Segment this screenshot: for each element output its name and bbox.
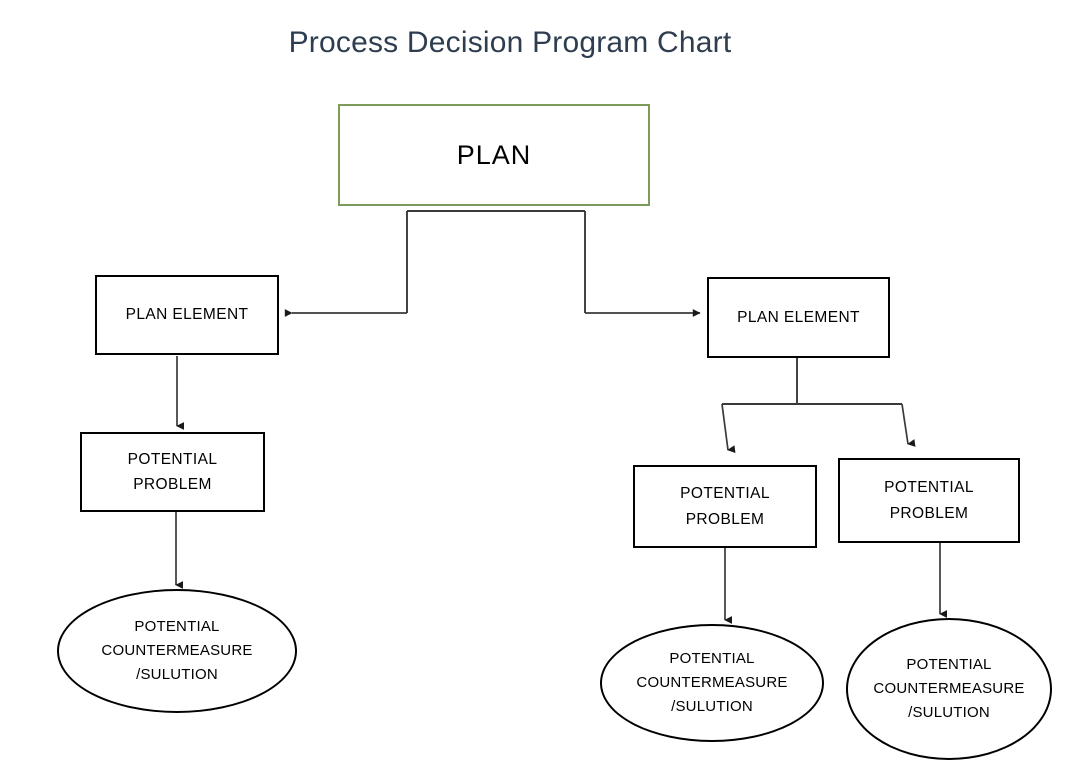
- node-countermeasure-left-label: POTENTIAL COUNTERMEASURE /SULUTION: [101, 617, 253, 684]
- node-countermeasure-left[interactable]: POTENTIAL COUNTERMEASURE /SULUTION: [57, 589, 297, 713]
- node-countermeasure-middle-label: POTENTIAL COUNTERMEASURE /SULUTION: [636, 649, 788, 716]
- node-plan-element-right-label: PLAN ELEMENT: [737, 308, 860, 326]
- node-potential-problem-middle-label: POTENTIAL PROBLEM: [680, 485, 770, 528]
- node-countermeasure-right-label: POTENTIAL COUNTERMEASURE /SULUTION: [873, 655, 1025, 722]
- node-potential-problem-middle[interactable]: POTENTIAL PROBLEM: [633, 465, 817, 548]
- node-potential-problem-right[interactable]: POTENTIAL PROBLEM: [838, 458, 1020, 543]
- node-plan-element-left[interactable]: PLAN ELEMENT: [95, 275, 279, 355]
- edge-right-element-to-problems: [721, 358, 916, 453]
- node-potential-problem-right-label: POTENTIAL PROBLEM: [884, 479, 974, 522]
- node-potential-problem-left-label: POTENTIAL PROBLEM: [127, 450, 218, 493]
- node-countermeasure-middle[interactable]: POTENTIAL COUNTERMEASURE /SULUTION: [600, 624, 824, 742]
- node-potential-problem-left[interactable]: POTENTIAL PROBLEM: [80, 432, 265, 512]
- node-plan[interactable]: PLAN: [338, 104, 650, 206]
- node-plan-label: PLAN: [456, 139, 532, 170]
- node-countermeasure-right[interactable]: POTENTIAL COUNTERMEASURE /SULUTION: [846, 618, 1052, 760]
- node-plan-element-left-label: PLAN ELEMENT: [125, 306, 249, 323]
- edge-plan-to-elements: [284, 210, 701, 317]
- node-plan-element-right[interactable]: PLAN ELEMENT: [707, 277, 890, 358]
- page-title: Process Decision Program Chart: [288, 26, 732, 59]
